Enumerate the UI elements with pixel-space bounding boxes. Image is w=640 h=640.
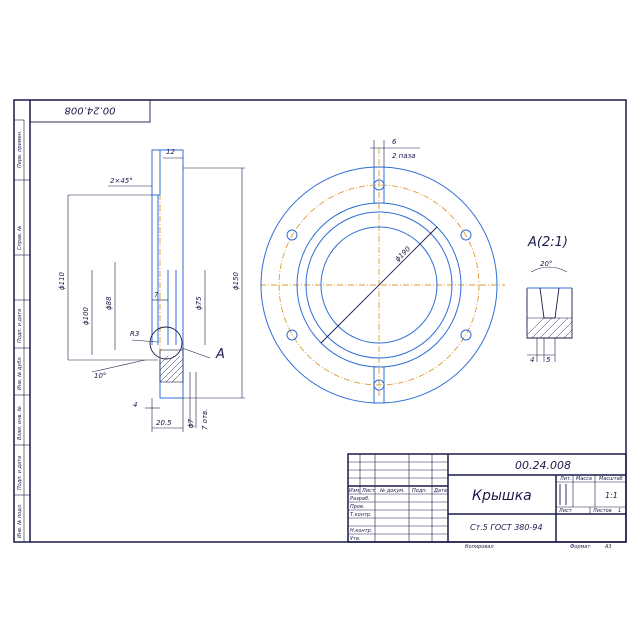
front-view: ϕ190 6 2 паза (260, 138, 505, 404)
dim-step7: 7 (154, 291, 159, 299)
dim-four: 4 (133, 401, 137, 409)
copied-label: Копировал (465, 544, 494, 550)
tb-list: Лист (361, 488, 376, 494)
detail-a-view: А(2:1) 20° 4 5 (526, 235, 573, 364)
tb-material: Ст.5 ГОСТ 380-94 (470, 523, 543, 532)
dim-detail-5: 5 (546, 356, 551, 364)
tb-drawing-number: 00.24.008 (515, 459, 571, 472)
dim-slot6: 6 (392, 138, 397, 146)
section-view: А 12 2×45° ϕ110 ϕ100 ϕ88 ϕ75 ϕ150 7 R3 (58, 148, 245, 432)
detail-view-title: А(2:1) (527, 235, 568, 250)
tb-part-name: Крышка (472, 488, 532, 504)
tb-checked: Пров. (350, 504, 365, 510)
dim-detail-4: 4 (530, 356, 534, 364)
rotated-drawing-number: 00.24.008 (65, 105, 116, 116)
rotated-number-box: 00.24.008 (29, 99, 151, 123)
dim-d150: ϕ150 (232, 271, 240, 290)
dim-d88: ϕ88 (105, 296, 113, 310)
tb-tech-control: Т.контр. (350, 512, 372, 518)
tb-norm-control: Н.контр. (350, 528, 372, 534)
tb-lit-header: Лит. (559, 476, 572, 482)
dim-d100: ϕ100 (82, 306, 90, 325)
side-stamp: Перв. примен. Справ. № Подп. и дата Инв.… (13, 119, 30, 543)
tb-sheets-count: 1 (618, 508, 621, 514)
dim-r3: R3 (130, 330, 139, 338)
tb-date: Дата (433, 488, 447, 494)
tb-developed: Разраб. (350, 496, 370, 502)
stamp-sprav: Справ. № (17, 226, 23, 250)
dim-angle10: 10° (94, 372, 106, 380)
dim-d110: ϕ110 (58, 271, 66, 290)
dim-20-5: 20.5 (156, 419, 172, 427)
dim-slots-note: 2 паза (392, 152, 416, 160)
detail-a-circle (149, 326, 183, 360)
format-label: Формат (570, 544, 591, 550)
dim-detail-angle: 20° (540, 260, 552, 268)
detail-label: А (215, 347, 225, 362)
dim-d7: ϕ7 (187, 418, 195, 428)
dim-thickness: 12 (166, 148, 175, 156)
dim-d75: ϕ75 (195, 296, 203, 310)
tb-approved: Утв. (350, 536, 361, 542)
tb-scale-value: 1:1 (605, 491, 618, 500)
stamp-vzam-inv: Взам. инв. № (17, 406, 23, 440)
tb-izm: Изм. (349, 488, 361, 494)
title-block: Изм. Лист № докум. Подп. Дата Разраб. Пр… (347, 453, 627, 550)
tb-doc: № докум. (379, 488, 405, 494)
stamp-inv-podl: Инв. № подл. (17, 504, 23, 539)
tb-scale-header: Масштаб (599, 476, 623, 482)
stamp-podp-data-1: Подп. и дата (17, 309, 23, 343)
stamp-podp-data-2: Подп. и дата (17, 456, 23, 490)
stamp-inv-dubl: Инв. № дубл. (17, 356, 23, 390)
tb-sheet-label: Лист (558, 508, 573, 514)
tb-mass-header: Масса (576, 476, 592, 482)
tb-sheets-label: Листов (592, 508, 612, 514)
dim-chamfer: 2×45° (110, 177, 133, 185)
stamp-perv-primen: Перв. примен. (17, 130, 23, 168)
dim-d7-holes: 7 отв. (201, 409, 209, 430)
format-value: А3 (604, 544, 612, 550)
tb-sign: Подп. (412, 488, 427, 494)
